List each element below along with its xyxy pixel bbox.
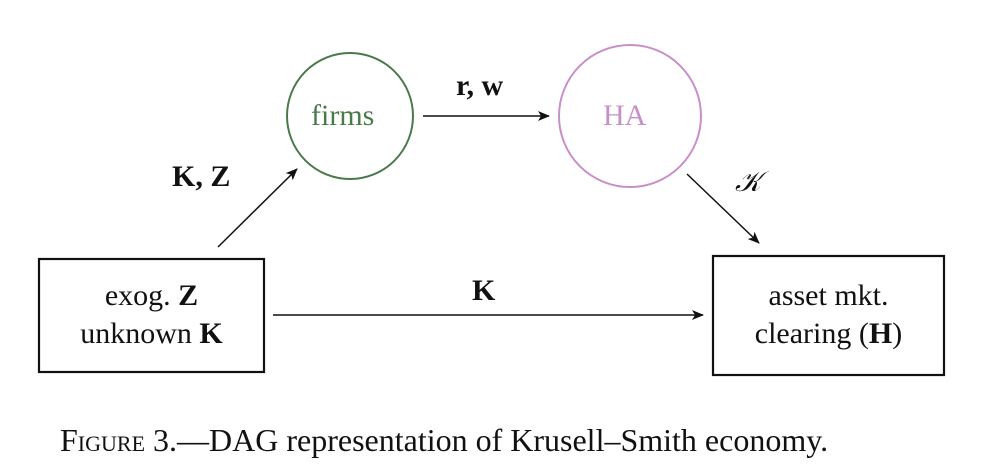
market-line2-end: ) (892, 317, 903, 350)
firms-node (286, 52, 414, 180)
exog-var-z: Z (178, 279, 199, 312)
exog-line1-text: exog. (104, 279, 179, 312)
exog-node-text: exog. Z unknown K (39, 277, 264, 353)
edge-label-kz: K, Z (172, 160, 231, 193)
exog-line2-text: unknown (80, 317, 200, 350)
exog-node (37, 257, 266, 374)
caption-number: 3. (145, 422, 178, 458)
market-line2: clearing (H) (713, 315, 944, 353)
exog-line1: exog. Z (39, 277, 264, 315)
edge-label-cal-k: 𝒦 (735, 165, 762, 198)
caption-text: —DAG representation of Krusell–Smith eco… (177, 422, 829, 458)
caption-figure-word: Figure (60, 422, 146, 458)
exog-line2: unknown K (39, 315, 264, 353)
market-node (711, 254, 946, 377)
edge-ha-market (686, 173, 760, 244)
market-line2-text: clearing ( (754, 317, 869, 350)
exog-var-k: K (199, 317, 223, 350)
ha-label: HA (603, 99, 647, 132)
edge-exog-firms (217, 168, 298, 248)
edge-label-rw: r, w (456, 69, 504, 102)
firms-label: firms (311, 99, 375, 132)
market-node-text: asset mkt. clearing (H) (713, 277, 944, 353)
ha-node (558, 44, 702, 188)
edge-label-k: K (472, 274, 496, 307)
market-var-h: H (868, 317, 893, 350)
figure-caption: Figure 3.—DAG representation of Krusell–… (60, 422, 828, 459)
market-line1: asset mkt. (768, 279, 889, 312)
